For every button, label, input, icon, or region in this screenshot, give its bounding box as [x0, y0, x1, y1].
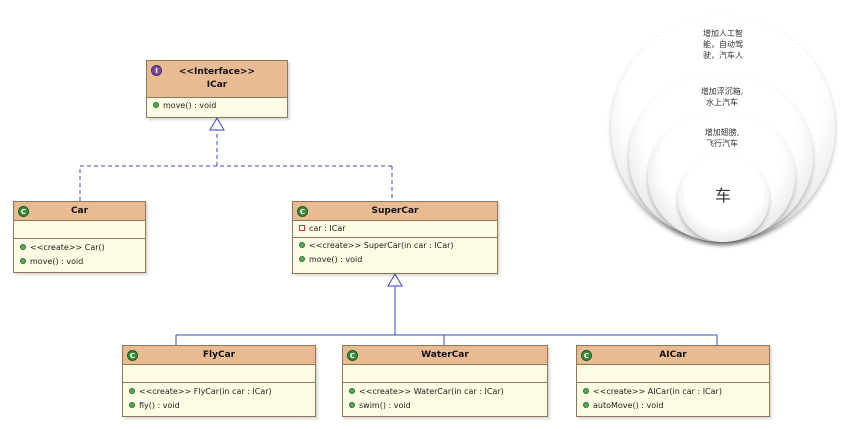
core-circle-label: 车: [714, 186, 731, 205]
watercar-class-box[interactable]: C WaterCar <<create>> WaterCar(in car : …: [342, 345, 548, 417]
second-circle-label: 增加浮沉箱, 水上汽车: [700, 87, 744, 107]
method-label: <<create>> AICar(in car : ICar): [593, 387, 722, 396]
supercar-methods: <<create>> SuperCar(in car : ICar) move(…: [293, 238, 497, 267]
third-circle-label: 增加翅膀, 飞行汽车: [704, 128, 740, 148]
core-circle: [678, 156, 769, 242]
method-row: <<create>> WaterCar(in car : ICar): [343, 385, 547, 399]
flycar-header: C FlyCar: [123, 346, 315, 365]
method-label: move() : void: [30, 257, 84, 266]
flycar-class-box[interactable]: C FlyCar <<create>> FlyCar(in car : ICar…: [122, 345, 316, 417]
flycar-fields: [123, 365, 315, 383]
public-method-icon: [20, 257, 26, 264]
car-fields: [14, 221, 145, 239]
method-row: fly() : void: [123, 399, 315, 413]
method-row: <<create>> SuperCar(in car : ICar): [293, 239, 497, 253]
car-methods: <<create>> Car() move() : void: [14, 239, 145, 269]
supercar-generalization-arrowhead: [387, 273, 403, 287]
method-row: autoMove() : void: [577, 399, 769, 413]
method-label: autoMove() : void: [593, 401, 664, 410]
public-method-icon: [349, 401, 355, 408]
method-row: swim() : void: [343, 399, 547, 413]
method-row: move() : void: [147, 99, 287, 113]
public-method-icon: [583, 387, 589, 394]
method-label: <<create>> SuperCar(in car : ICar): [309, 241, 454, 250]
aicar-name: AICar: [659, 350, 687, 360]
public-method-icon: [349, 387, 355, 394]
method-row: <<create>> Car(): [14, 241, 145, 255]
public-method-icon: [583, 401, 589, 408]
interface-icon: I: [151, 65, 162, 76]
private-field-icon: [299, 224, 305, 231]
icar-interface-box[interactable]: I <<Interface>> ICar move() : void: [146, 60, 288, 118]
car-name: Car: [70, 206, 89, 216]
method-label: <<create>> Car(): [30, 243, 105, 252]
class-icon: C: [581, 350, 592, 361]
outer-circle-label: 增加人工智 能，自动驾 驶，汽车人: [703, 29, 743, 60]
supercar-name: SuperCar: [371, 206, 419, 216]
aicar-methods: <<create>> AICar(in car : ICar) autoMove…: [577, 383, 769, 413]
public-method-icon: [299, 241, 305, 248]
aicar-header: C AICar: [577, 346, 769, 365]
field-label: car : ICar: [309, 224, 346, 233]
icar-name: ICar: [206, 80, 228, 90]
public-method-icon: [129, 401, 135, 408]
icar-realization-arrowhead: [209, 117, 225, 131]
car-class-box[interactable]: C Car <<create>> Car() move() : void: [13, 201, 146, 273]
class-icon: C: [347, 350, 358, 361]
aicar-class-box[interactable]: C AICar <<create>> AICar(in car : ICar) …: [576, 345, 770, 417]
car-header: C Car: [14, 202, 145, 221]
flycar-name: FlyCar: [202, 350, 236, 360]
icar-stereotype: <<Interface>>: [178, 67, 256, 77]
supercar-header: C SuperCar: [293, 202, 497, 221]
public-method-icon: [299, 255, 305, 262]
public-method-icon: [129, 387, 135, 394]
class-icon: C: [18, 206, 29, 217]
aicar-fields: [577, 365, 769, 383]
method-label: swim() : void: [359, 401, 411, 410]
public-method-icon: [20, 243, 26, 250]
method-row: move() : void: [293, 253, 497, 267]
watercar-fields: [343, 365, 547, 383]
method-label: move() : void: [163, 101, 217, 110]
method-row: move() : void: [14, 255, 145, 269]
watercar-methods: <<create>> WaterCar(in car : ICar) swim(…: [343, 383, 547, 413]
method-label: <<create>> FlyCar(in car : ICar): [139, 387, 272, 396]
public-method-icon: [153, 101, 159, 108]
watercar-name: WaterCar: [421, 350, 469, 360]
flycar-methods: <<create>> FlyCar(in car : ICar) fly() :…: [123, 383, 315, 413]
watercar-header: C WaterCar: [343, 346, 547, 365]
method-label: move() : void: [309, 255, 363, 264]
method-row: <<create>> FlyCar(in car : ICar): [123, 385, 315, 399]
method-row: <<create>> AICar(in car : ICar): [577, 385, 769, 399]
method-label: <<create>> WaterCar(in car : ICar): [359, 387, 504, 396]
method-label: fly() : void: [139, 401, 180, 410]
icar-methods: move() : void: [147, 98, 287, 113]
class-icon: C: [127, 350, 138, 361]
field-row: car : ICar: [293, 222, 497, 236]
icar-header: I <<Interface>> ICar: [147, 61, 287, 98]
supercar-fields: car : ICar: [293, 221, 497, 238]
class-icon: C: [297, 206, 308, 217]
supercar-class-box[interactable]: C SuperCar car : ICar <<create>> SuperCa…: [292, 201, 498, 274]
